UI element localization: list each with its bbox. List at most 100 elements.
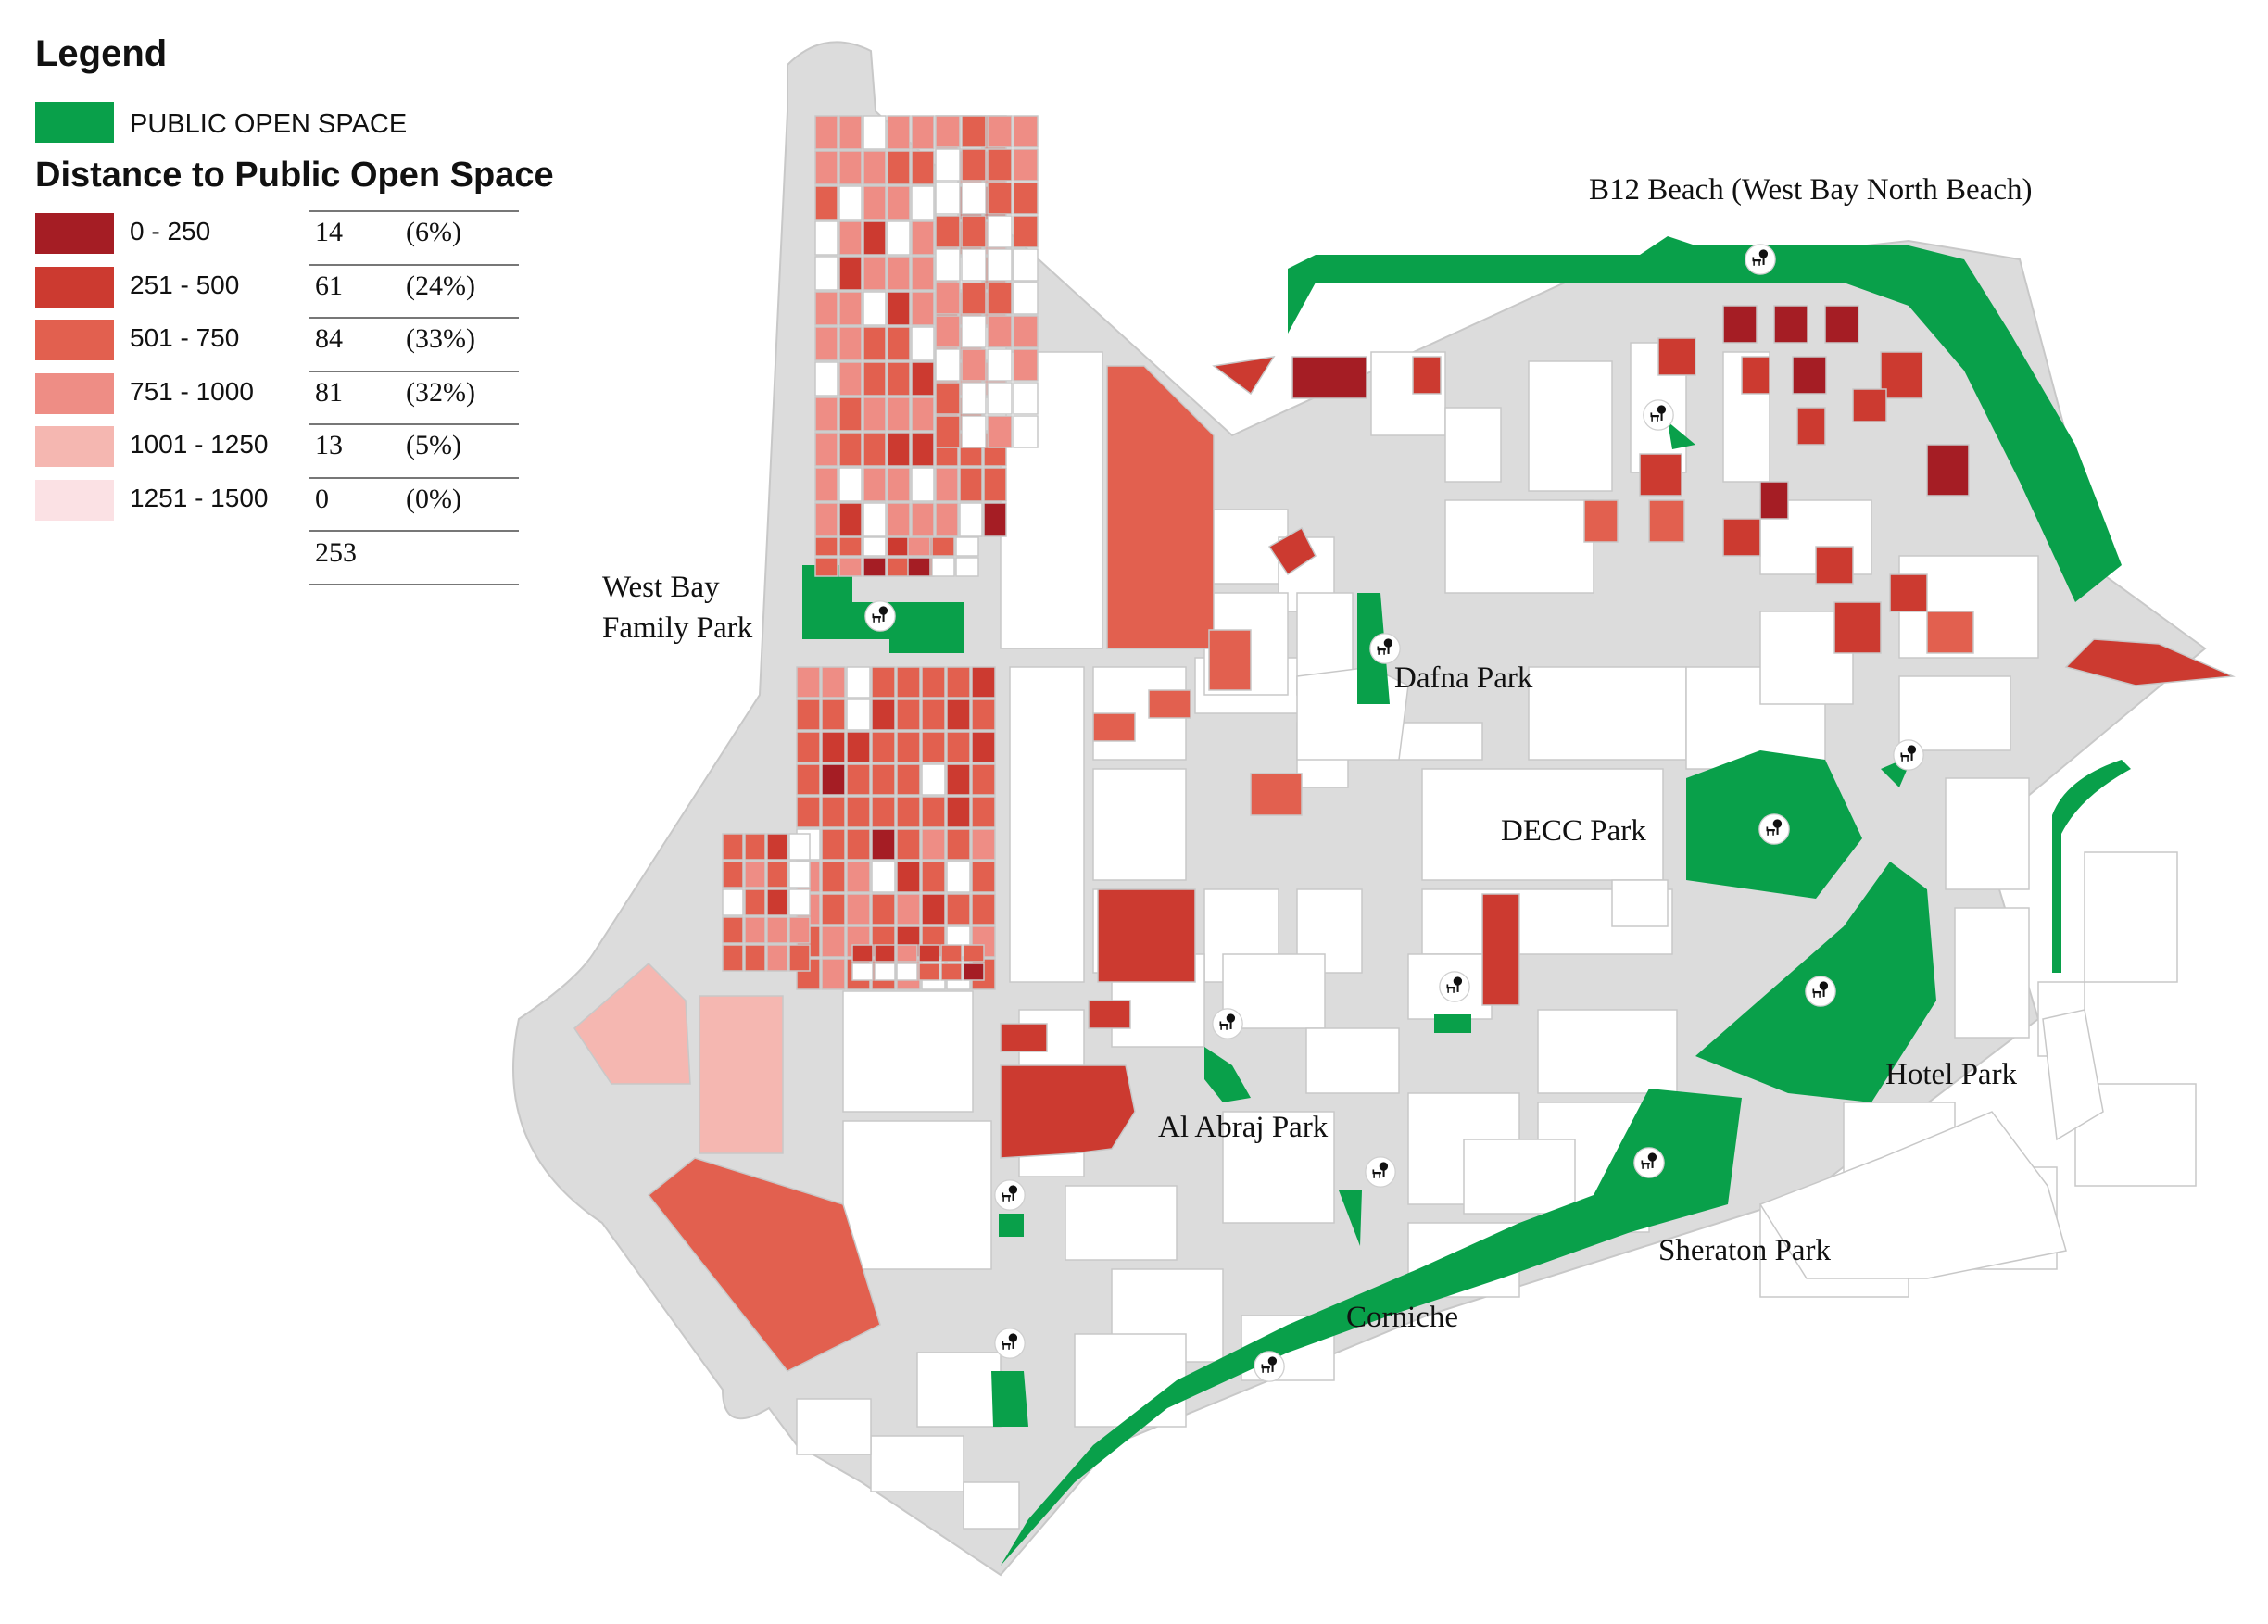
parcel (1463, 1139, 1576, 1215)
residential-parcel (863, 326, 887, 361)
residential-parcel (796, 699, 821, 731)
residential-parcel (971, 763, 996, 796)
residential-parcel (887, 397, 911, 432)
park-bench-tree-icon (1745, 244, 1776, 275)
residential-parcel (963, 944, 985, 963)
al-abraj-park-area (1204, 1047, 1251, 1102)
distance-parcel (1088, 1000, 1131, 1029)
residential-parcel (921, 861, 946, 893)
parcel (1528, 360, 1613, 492)
residential-parcel (1013, 115, 1039, 148)
class-range: 751 - 1000 (130, 376, 254, 406)
residential-parcel (722, 888, 744, 916)
residential-parcel (846, 666, 871, 699)
residential-parcel (766, 916, 788, 944)
park-bench-tree-icon (1365, 1156, 1396, 1188)
residential-parcel (946, 796, 971, 828)
residential-parcel (788, 888, 811, 916)
park-bench-tree-icon (994, 1179, 1026, 1211)
residential-parcel (871, 796, 896, 828)
beach-parcel (1815, 546, 1854, 585)
class-percent: (0%) (406, 483, 461, 514)
residential-parcel (863, 467, 887, 502)
residential-parcel (971, 861, 996, 893)
residential-parcel (946, 828, 971, 861)
parcel (1009, 666, 1085, 983)
residential-parcel (935, 382, 961, 415)
table-rule (309, 423, 519, 425)
distance-parcel (1148, 689, 1191, 719)
parcel (963, 1481, 1020, 1530)
residential-parcel (961, 415, 987, 448)
residential-parcel (959, 467, 983, 502)
residential-parcel (796, 731, 821, 763)
residential-parcel (814, 557, 838, 577)
park-bench-tree-icon (1893, 739, 1924, 771)
residential-parcel (1013, 215, 1039, 248)
residential-parcel (871, 861, 896, 893)
residential-parcel (814, 256, 838, 291)
residential-parcel (821, 828, 846, 861)
residential-parcel (821, 763, 846, 796)
residential-parcel (887, 291, 911, 326)
residential-parcel (911, 467, 935, 502)
parcel (1537, 1009, 1678, 1094)
residential-parcel (722, 833, 744, 861)
class-swatch (35, 479, 114, 521)
table-rule (309, 263, 519, 266)
residential-parcel (838, 557, 863, 577)
residential-parcel (935, 215, 961, 248)
distance-parcel (1267, 526, 1317, 576)
residential-parcel (911, 220, 935, 256)
residential-parcel (821, 796, 846, 828)
class-count: 81 (315, 376, 343, 408)
open-space-swatch (35, 102, 114, 143)
residential-parcel (887, 326, 911, 361)
parcel (1074, 1333, 1187, 1428)
park-bench-tree-icon (1643, 399, 1674, 431)
beach-parcel (1852, 388, 1887, 422)
table-rule (309, 530, 519, 532)
residential-parcel (814, 432, 838, 467)
residential-parcel (946, 763, 971, 796)
residential-parcel (821, 731, 846, 763)
table-rule (309, 583, 519, 585)
distance-parcel (1250, 773, 1303, 816)
residential-parcel (911, 185, 935, 220)
residential-parcel (921, 796, 946, 828)
residential-parcel (971, 893, 996, 925)
b12-beach-area (1288, 236, 2122, 602)
class-swatch (35, 213, 114, 254)
residential-parcel (935, 315, 961, 348)
small-park-4 (991, 1371, 1028, 1427)
distance-parcel (1106, 365, 1215, 649)
residential-parcel (946, 861, 971, 893)
residential-parcel (931, 536, 955, 557)
class-count: 61 (315, 270, 343, 301)
residential-parcel (946, 666, 971, 699)
residential-parcel (987, 148, 1013, 182)
residential-parcel (796, 666, 821, 699)
residential-parcel (961, 215, 987, 248)
residential-parcel (814, 185, 838, 220)
residential-parcel (874, 944, 896, 963)
beach-parcel (1773, 305, 1808, 344)
residential-parcel (935, 348, 961, 382)
parcel (1611, 879, 1669, 927)
residential-parcel (814, 115, 838, 150)
residential-parcel (863, 557, 887, 577)
table-rule (309, 210, 519, 212)
parcel (1444, 499, 1594, 594)
table-rule (309, 370, 519, 372)
label-b12-beach: B12 Beach (West Bay North Beach) (1589, 173, 2033, 207)
residential-parcel (896, 796, 921, 828)
label-al-abraj-park: Al Abraj Park (1158, 1111, 1329, 1144)
residential-parcel (887, 361, 911, 397)
class-percent: (32%) (406, 376, 475, 408)
distance-parcel (1212, 356, 1276, 396)
residential-parcel (838, 467, 863, 502)
class-swatch (35, 426, 114, 467)
